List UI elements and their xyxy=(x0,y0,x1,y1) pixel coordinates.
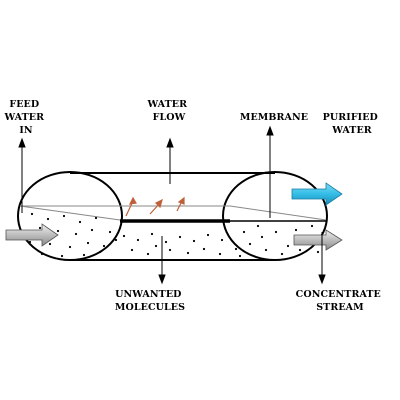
label-feed-water-in: FEED WATER IN xyxy=(3,99,47,136)
molecule-dot xyxy=(192,239,196,243)
molecule-dot xyxy=(298,248,302,252)
molecule-dot xyxy=(316,250,320,254)
molecule-dot xyxy=(62,214,66,218)
molecule-dot xyxy=(274,230,278,234)
label-purified-water: PURIFIED WATER xyxy=(323,112,382,136)
feed-water-arrow xyxy=(5,223,59,247)
molecule-dot xyxy=(178,235,182,239)
molecule-dot xyxy=(168,248,172,252)
molecule-dot xyxy=(248,242,252,246)
molecule-dot xyxy=(256,224,260,228)
unwanted-molecule-dots xyxy=(28,212,320,258)
molecule-dot xyxy=(280,252,284,256)
molecule-dot xyxy=(74,232,78,236)
membrane-leader xyxy=(266,125,274,218)
molecule-dot xyxy=(146,252,150,256)
label-membrane: MEMBRANE xyxy=(240,112,308,123)
molecule-dot xyxy=(98,250,102,254)
molecule-dot xyxy=(186,251,190,255)
permeation-arrows xyxy=(125,196,185,217)
molecule-dot xyxy=(90,228,94,232)
molecule-dot xyxy=(164,240,168,244)
molecule-dot xyxy=(60,254,64,258)
callout-lines xyxy=(18,125,326,285)
vessel-left-cap xyxy=(17,171,123,261)
molecule-dot xyxy=(78,220,82,224)
molecule-dot xyxy=(102,244,106,248)
molecule-dot xyxy=(82,253,86,257)
molecule-dot xyxy=(202,247,206,251)
molecule-dot xyxy=(136,238,140,242)
permeation-arrow-2 xyxy=(149,198,163,215)
molecule-dot xyxy=(220,238,224,242)
molecule-dot xyxy=(264,248,268,252)
unwanted-molecules-leader xyxy=(158,236,166,285)
molecule-dot xyxy=(234,247,238,251)
vessel-right-cap xyxy=(222,171,328,261)
molecule-dot xyxy=(154,244,158,248)
molecule-dot xyxy=(122,234,126,238)
molecule-dot xyxy=(218,252,222,256)
molecule-dot xyxy=(206,233,210,237)
permeation-arrow-1 xyxy=(125,196,137,217)
concentrate-stream-leader xyxy=(318,232,326,285)
molecule-dot xyxy=(38,226,42,230)
molecule-dot xyxy=(238,254,242,258)
molecule-dot xyxy=(30,212,34,216)
molecule-dot xyxy=(130,248,134,252)
taper-line-right xyxy=(229,205,327,221)
labels: FEED WATER IN WATER FLOW MEMBRANE PURIFI… xyxy=(3,99,385,313)
water-flow-leader xyxy=(166,137,174,184)
molecule-dot xyxy=(46,217,50,221)
membrane-vessel xyxy=(17,171,328,261)
molecule-dot xyxy=(310,224,314,228)
molecule-dot xyxy=(94,216,98,220)
molecule-dot xyxy=(28,240,32,244)
label-water-flow: WATER FLOW xyxy=(146,99,190,123)
taper-line-left xyxy=(19,205,121,221)
purified-water-arrow xyxy=(291,182,343,206)
molecule-dot xyxy=(260,235,264,239)
molecule-dot xyxy=(294,228,298,232)
feed-water-leader xyxy=(18,137,26,213)
label-unwanted-molecules: UNWANTED MOLECULES xyxy=(115,289,185,313)
molecule-dot xyxy=(48,242,52,246)
molecule-dot xyxy=(68,245,72,249)
molecule-dot xyxy=(108,230,112,234)
molecule-dot xyxy=(40,252,44,256)
molecule-dot xyxy=(150,232,154,236)
permeation-arrow-3 xyxy=(176,196,185,212)
molecule-dot xyxy=(56,229,60,233)
concentrate-stream-arrow xyxy=(293,229,343,251)
molecule-dot xyxy=(242,230,246,234)
molecule-dot xyxy=(86,241,90,245)
molecule-dot xyxy=(286,244,290,248)
molecule-dot xyxy=(114,238,118,242)
label-concentrate-stream: CONCENTRATE STREAM xyxy=(296,289,385,313)
